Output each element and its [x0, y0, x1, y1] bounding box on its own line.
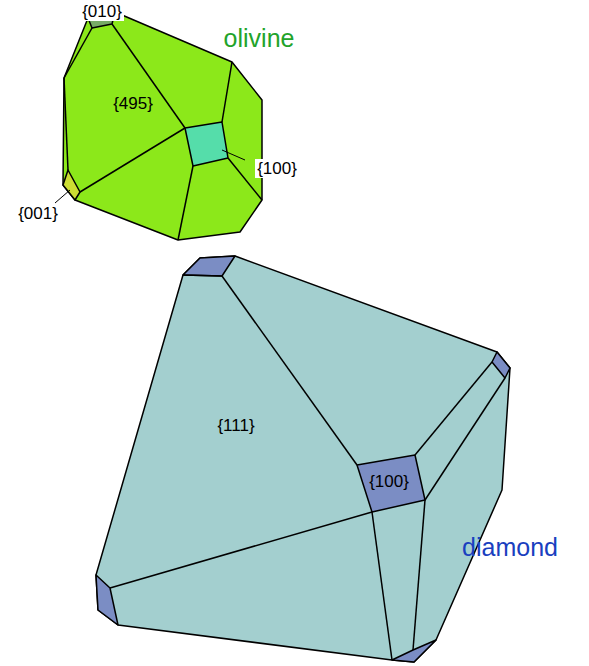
face-index: {111}	[217, 417, 254, 434]
face-index: {100}	[255, 159, 299, 178]
face-index: {001}	[16, 204, 60, 223]
face-index: {100}	[369, 473, 409, 490]
mineral-name: olivine	[224, 26, 295, 51]
diamond-crystal	[96, 256, 510, 662]
mineral-name: diamond	[462, 535, 558, 560]
face-index: {495}	[113, 95, 153, 112]
face-index: {010}	[80, 2, 124, 21]
